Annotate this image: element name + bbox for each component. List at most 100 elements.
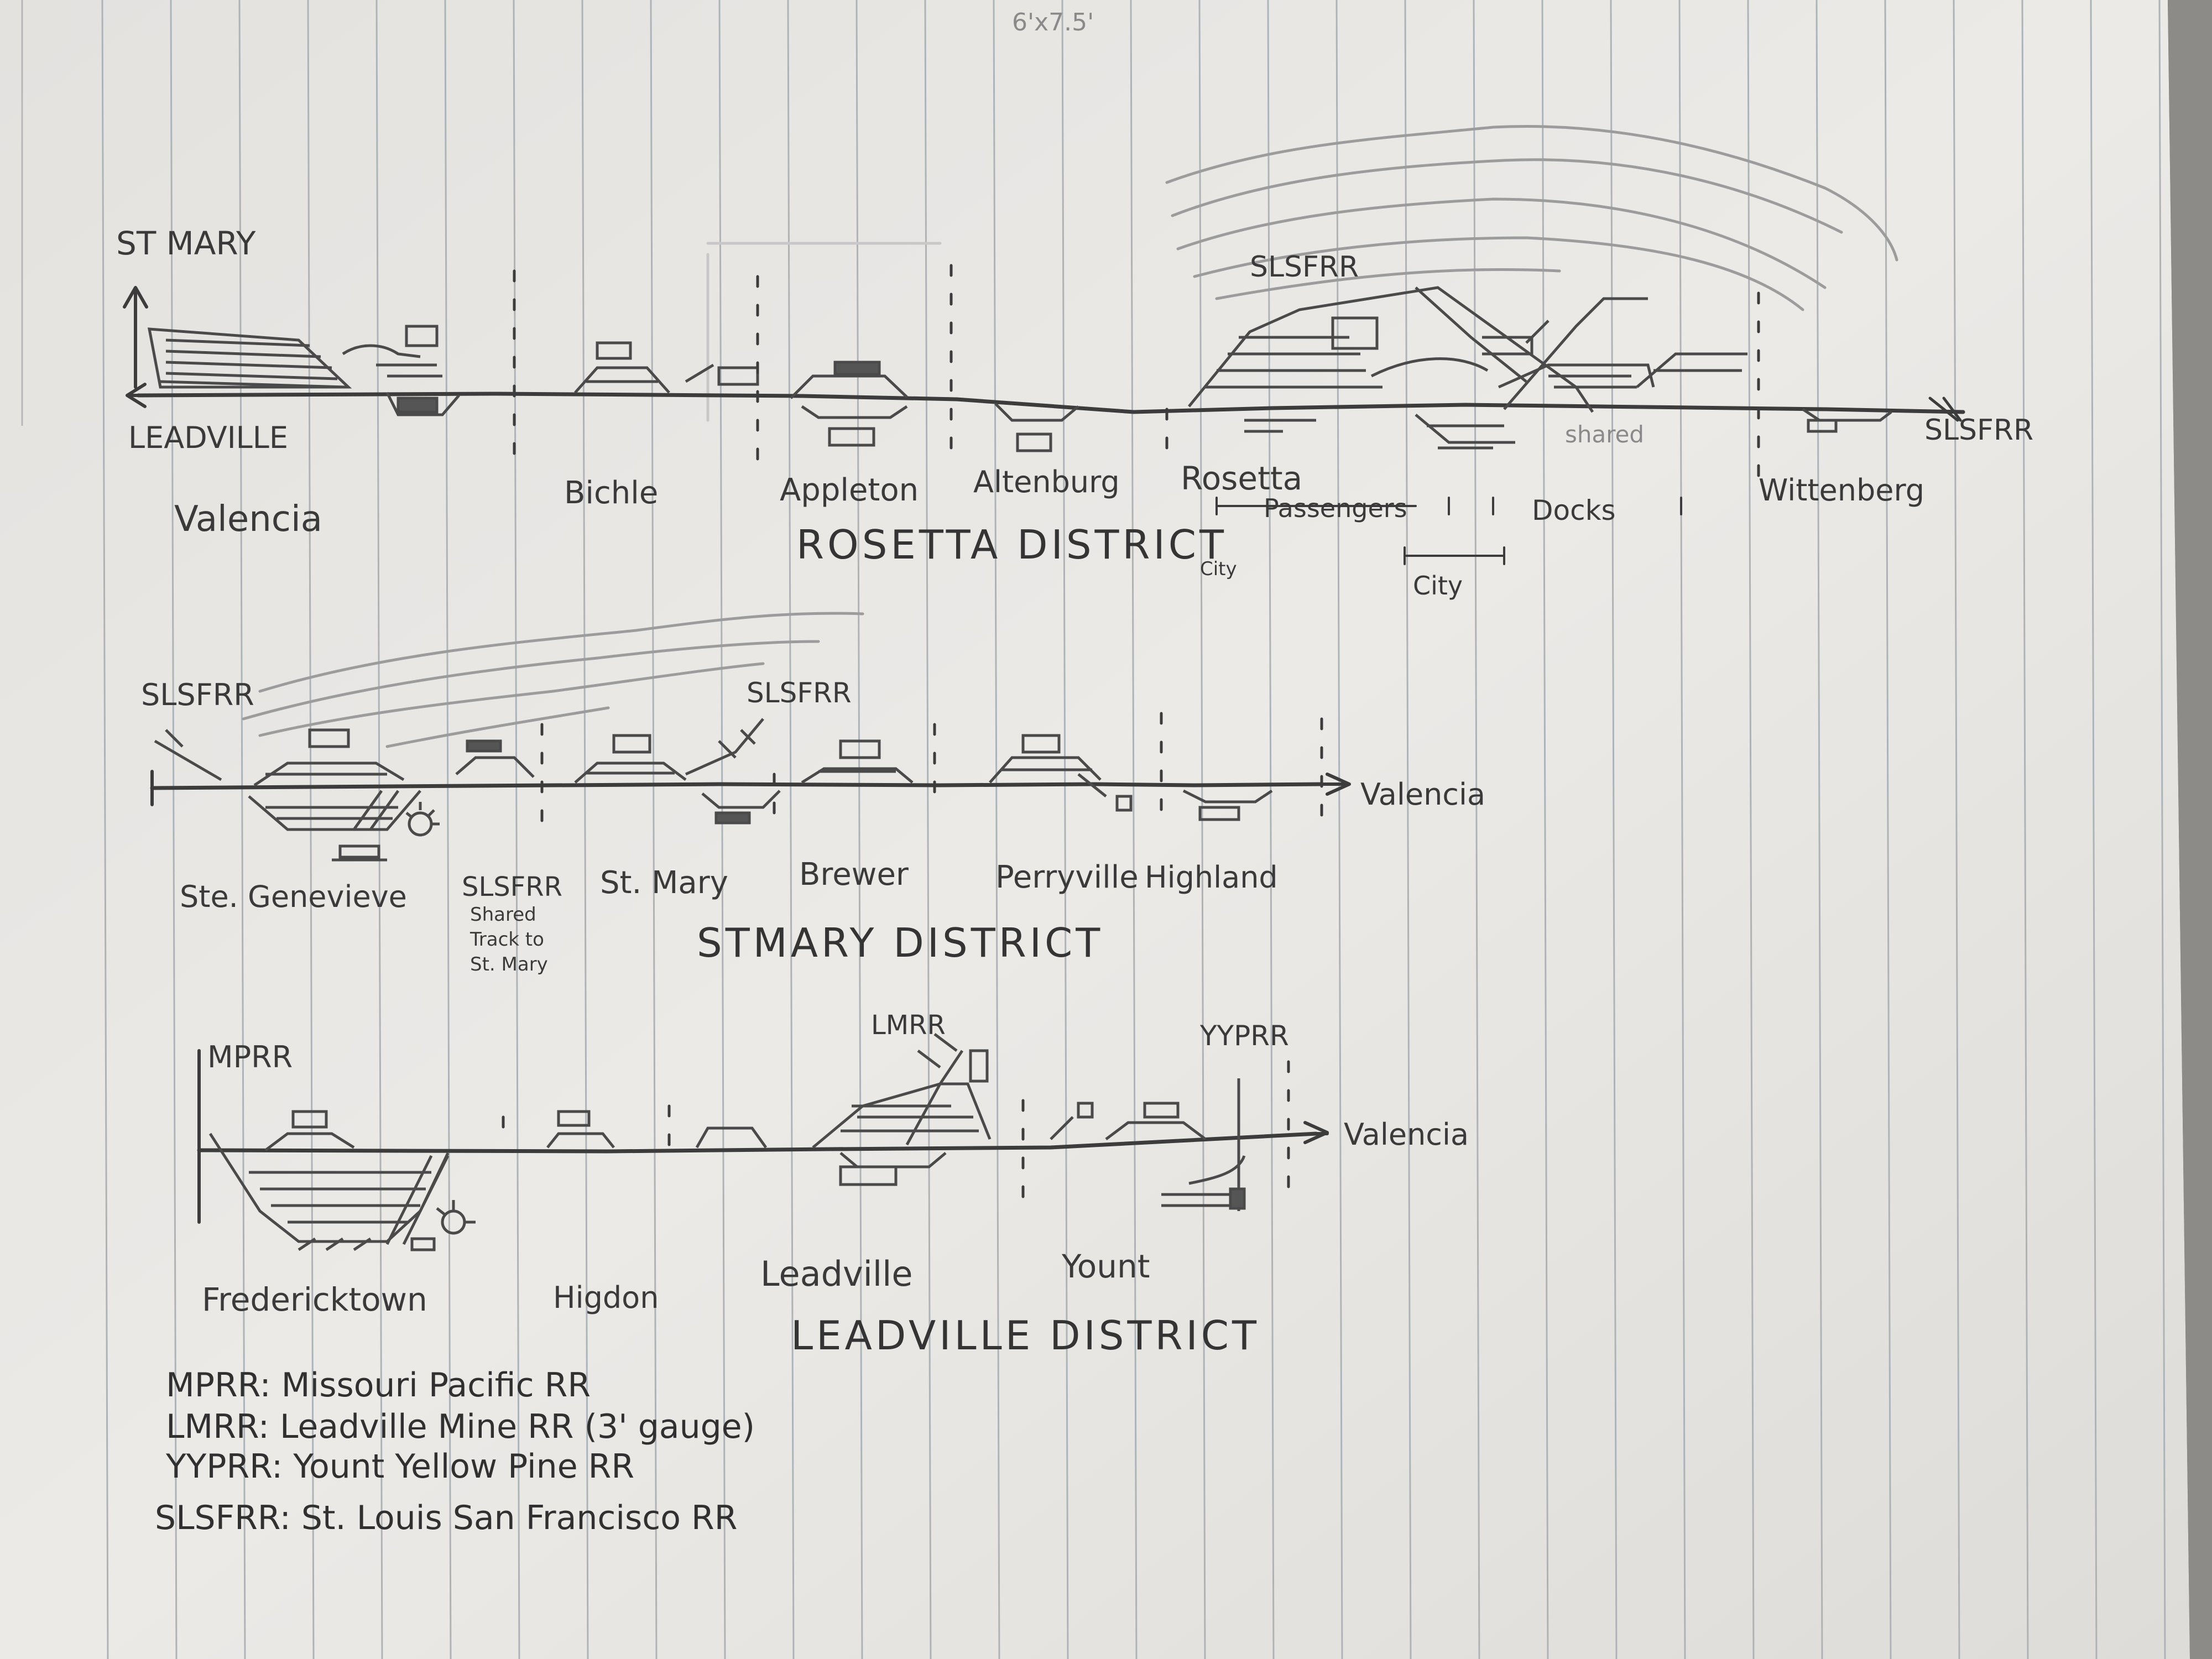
ste-genevieve-yard bbox=[154, 728, 535, 862]
rosetta-hills bbox=[706, 125, 1898, 422]
rosetta-district-diagram: ST MARY LEADVILLE bbox=[116, 125, 2033, 601]
leadville-arrow bbox=[1303, 1121, 1329, 1144]
ruled-line bbox=[1473, 0, 1480, 1659]
railroad-legend: MPRR: Missouri Pacific RR LMRR: Leadvill… bbox=[155, 1366, 755, 1537]
stmary-route-arrow bbox=[123, 286, 148, 389]
town-ste-genevieve: Ste. Genevieve bbox=[180, 879, 407, 914]
town-bichle: Bichle bbox=[564, 475, 658, 511]
leadville-yard bbox=[812, 1033, 992, 1186]
ruled-line bbox=[1130, 0, 1138, 1659]
ruled-line bbox=[1061, 0, 1069, 1659]
ruled-line bbox=[1747, 0, 1755, 1659]
leadville-route-valencia: Valencia bbox=[1344, 1117, 1469, 1152]
ruled-line bbox=[1541, 0, 1549, 1659]
ruled-lines bbox=[101, 0, 2166, 1659]
ruled-line bbox=[2158, 0, 2166, 1659]
yount-siding bbox=[1050, 1078, 1246, 1211]
ruled-line bbox=[718, 0, 726, 1659]
stmary-district-diagram: SLSFRR Valencia bbox=[141, 612, 1485, 975]
ruled-line bbox=[1678, 0, 1686, 1659]
highland-siding bbox=[1182, 789, 1273, 821]
ruled-line bbox=[1815, 0, 1823, 1659]
rosetta-city-mark bbox=[1404, 546, 1505, 565]
ruled-line bbox=[581, 0, 589, 1659]
leadville-dividers bbox=[502, 1060, 1290, 1207]
ruled-line bbox=[1198, 0, 1206, 1659]
rosetta-yard bbox=[1188, 286, 1892, 450]
stmary-shared-note-3: St. Mary bbox=[470, 953, 548, 975]
town-higdon: Higdon bbox=[553, 1280, 659, 1315]
stmary-hills bbox=[242, 612, 864, 748]
town-st-mary: St. Mary bbox=[600, 865, 728, 901]
leadville-route-mprr: MPRR bbox=[207, 1040, 293, 1074]
ruled-line bbox=[1953, 0, 1960, 1659]
page-edge-shadow bbox=[2168, 0, 2212, 1659]
stmary-route-slsfrr: SLSFRR bbox=[141, 677, 254, 712]
town-slsfrr-shared: SLSFRR bbox=[462, 872, 562, 902]
stmary-main-line bbox=[150, 782, 1324, 790]
stmary-route-valencia: Valencia bbox=[1360, 777, 1485, 812]
leadville-district-diagram: MPRR Valencia bbox=[197, 1010, 1469, 1359]
rosetta-dividers bbox=[513, 264, 1760, 488]
rosetta-yard-slsfrr-label: SLSFRR bbox=[1250, 251, 1359, 284]
legend-slsfrr: SLSFRR: St. Louis San Francisco RR bbox=[155, 1499, 737, 1537]
ruled-line bbox=[1610, 0, 1618, 1659]
leadville-district-title: LEADVILLE DISTRICT bbox=[791, 1312, 1260, 1359]
town-yount: Yount bbox=[1061, 1248, 1150, 1285]
leadville-branch-lmrr: LMRR bbox=[871, 1010, 946, 1041]
perryville-siding bbox=[989, 734, 1133, 812]
legend-yyprr: YYPRR: Yount Yellow Pine RR bbox=[165, 1447, 634, 1486]
town-rosetta: Rosetta bbox=[1181, 460, 1302, 497]
higdon-siding bbox=[546, 1110, 768, 1149]
fredericktown-yard bbox=[208, 1110, 476, 1251]
ruled-line bbox=[1335, 0, 1343, 1659]
stmary-branch-slsfrr: SLSFRR bbox=[747, 677, 852, 709]
ruled-line bbox=[444, 0, 452, 1659]
legend-lmrr: LMRR: Leadville Mine RR (3' gauge) bbox=[166, 1407, 755, 1446]
stmary-shared-note-1: Shared bbox=[470, 904, 536, 926]
ruled-line bbox=[101, 0, 109, 1659]
stmary-dividers bbox=[540, 712, 1323, 831]
town-fredericktown: Fredericktown bbox=[202, 1281, 427, 1318]
ruled-line bbox=[924, 0, 932, 1659]
ruled-line bbox=[855, 0, 863, 1659]
town-perryville: Perryville bbox=[995, 859, 1139, 895]
bichle-siding bbox=[574, 341, 759, 394]
rosetta-route-slsfrr-end: SLSFRR bbox=[1924, 414, 2033, 447]
ruled-line bbox=[993, 0, 1000, 1659]
valencia-yard bbox=[147, 325, 460, 416]
leadville-branch-yyprr: YYPRR bbox=[1199, 1020, 1289, 1052]
ruled-line bbox=[238, 0, 246, 1659]
ruled-line bbox=[2021, 0, 2029, 1659]
ruled-line bbox=[1267, 0, 1275, 1659]
ruled-line bbox=[650, 0, 658, 1659]
brewer-siding bbox=[801, 739, 914, 784]
stmary-siding bbox=[574, 718, 781, 825]
town-highland: Highland bbox=[1145, 860, 1278, 895]
rosetta-extent-marks bbox=[1215, 497, 1682, 515]
ruled-line bbox=[2090, 0, 2098, 1659]
rosetta-shared-label: shared bbox=[1565, 421, 1644, 448]
town-wittenberg: Wittenberg bbox=[1759, 473, 1924, 508]
town-leadville: Leadville bbox=[760, 1254, 912, 1294]
town-altenburg: Altenburg bbox=[973, 465, 1120, 499]
rosetta-city-small-label: City bbox=[1200, 558, 1237, 580]
ruled-line bbox=[1884, 0, 1892, 1659]
rosetta-route-leadville: LEADVILLE bbox=[128, 420, 288, 455]
rosetta-district-title: ROSETTA DISTRICT bbox=[796, 521, 1227, 568]
ruled-line bbox=[1404, 0, 1412, 1659]
altenburg-siding bbox=[994, 403, 1079, 452]
stmary-line-ends bbox=[150, 770, 1351, 806]
header-note: 6'x7.5' bbox=[1012, 8, 1094, 36]
ruled-line bbox=[170, 0, 178, 1659]
rosetta-docks-label: Docks bbox=[1532, 494, 1616, 526]
ruled-line bbox=[787, 0, 795, 1659]
stmary-district-title: STMARY DISTRICT bbox=[697, 920, 1103, 966]
town-valencia: Valencia bbox=[174, 499, 322, 540]
rosetta-main-line bbox=[136, 392, 1965, 414]
stmary-shared-note-2: Track to bbox=[469, 928, 544, 951]
rosetta-city-label: City bbox=[1413, 571, 1463, 601]
rosetta-end-ticks bbox=[1928, 397, 1962, 422]
